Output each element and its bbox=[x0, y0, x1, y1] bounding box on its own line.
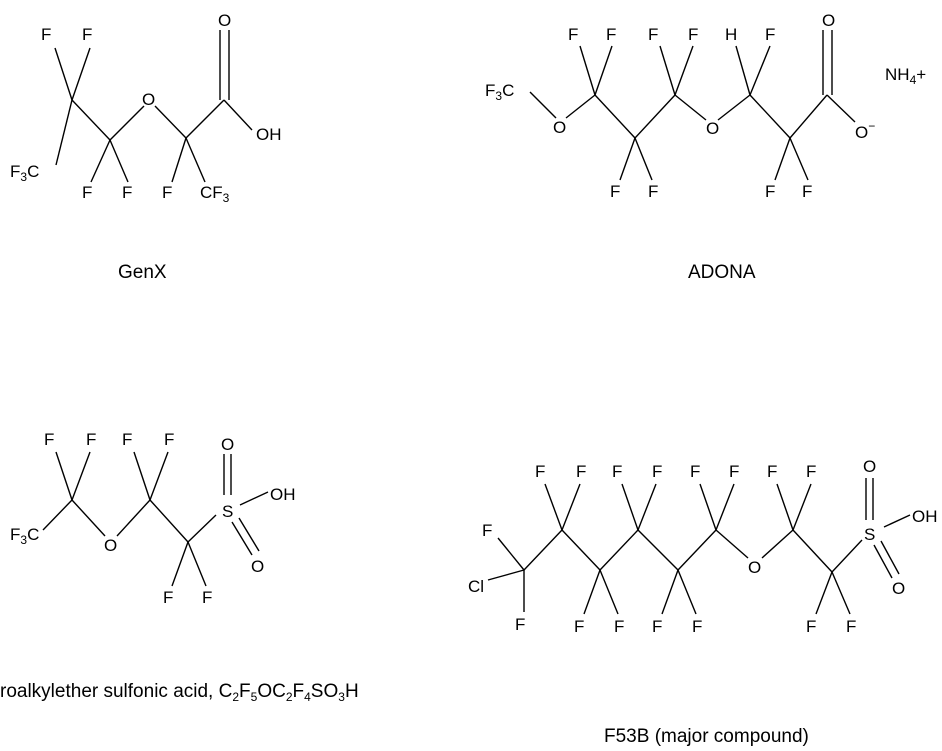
adona-hydrogen-label: H bbox=[725, 25, 737, 44]
structure-genx: F F F F F O O OH F3C CF3 GenX bbox=[10, 11, 282, 283]
adona-fluorine-label: F bbox=[648, 182, 658, 201]
pfes-fluorine-label: F bbox=[164, 430, 174, 449]
f53b-fluorine-label: F bbox=[846, 617, 856, 636]
adona-fluorine-label: F bbox=[606, 25, 616, 44]
structure-pfes: F F F F F F F3C O O S OH O roalkylether … bbox=[0, 430, 359, 704]
adona-fluorine-label: F bbox=[802, 182, 812, 201]
genx-fluorine-label: F bbox=[82, 25, 92, 44]
pfes-sulfonyl-oxygen-label: O bbox=[221, 435, 234, 454]
adona-ether-oxygen-label: O bbox=[706, 119, 719, 138]
f53b-fluorine-label: F bbox=[482, 521, 492, 540]
genx-fluorine-label: F bbox=[162, 183, 172, 202]
genx-fluorine-label: F bbox=[41, 25, 51, 44]
adona-carbonyl-oxygen-label: O bbox=[822, 11, 835, 30]
adona-fluorine-label: F bbox=[610, 182, 620, 201]
f53b-caption: F53B (major compound) bbox=[604, 726, 809, 747]
f53b-fluorine-label: F bbox=[652, 462, 662, 481]
f53b-chlorine-label: Cl bbox=[468, 577, 484, 596]
genx-fluorine-label: F bbox=[122, 183, 132, 202]
f53b-sulfonyl-oxygen-label: O bbox=[863, 457, 876, 476]
f53b-fluorine-label: F bbox=[767, 462, 777, 481]
genx-hydroxyl-label: OH bbox=[256, 125, 282, 144]
genx-cf3-left-label: F3C bbox=[10, 162, 39, 184]
f53b-hydroxyl-label: OH bbox=[912, 507, 938, 526]
f53b-fluorine-label: F bbox=[806, 617, 816, 636]
adona-carboxylate-oxygen-label: O− bbox=[855, 119, 875, 142]
f53b-fluorine-label: F bbox=[576, 462, 586, 481]
adona-caption: ADONA bbox=[688, 262, 756, 283]
f53b-fluorine-label: F bbox=[515, 615, 525, 634]
pfes-fluorine-label: F bbox=[202, 588, 212, 607]
structure-f53b: F Cl F F F F F F F F F F F F F F F O O S… bbox=[468, 457, 938, 747]
pfes-fluorine-label: F bbox=[163, 588, 173, 607]
f53b-sulfonyl-oxygen-label: O bbox=[892, 579, 905, 598]
adona-cf3-label: F3C bbox=[485, 81, 514, 103]
adona-fluorine-label: F bbox=[765, 182, 775, 201]
adona-fluorine-label: F bbox=[688, 25, 698, 44]
f53b-ether-oxygen-label: O bbox=[748, 558, 761, 577]
pfes-fluorine-label: F bbox=[86, 430, 96, 449]
pfes-cf3-label: F3C bbox=[10, 525, 39, 547]
adona-ether-oxygen-label: O bbox=[553, 118, 566, 137]
genx-carbonyl-oxygen-label: O bbox=[218, 11, 231, 30]
pfes-fluorine-label: F bbox=[122, 430, 132, 449]
f53b-fluorine-label: F bbox=[574, 617, 584, 636]
pfes-fluorine-label: F bbox=[44, 430, 54, 449]
pfes-ether-oxygen-label: O bbox=[104, 536, 117, 555]
f53b-fluorine-label: F bbox=[535, 462, 545, 481]
pfes-hydroxyl-label: OH bbox=[270, 485, 296, 504]
structure-adona: F3C O F F F F H F F F F F O O O− NH4+ AD… bbox=[485, 11, 926, 283]
genx-caption: GenX bbox=[118, 262, 167, 283]
f53b-fluorine-label: F bbox=[614, 617, 624, 636]
f53b-fluorine-label: F bbox=[612, 462, 622, 481]
adona-fluorine-label: F bbox=[568, 25, 578, 44]
pfes-sulfonyl-oxygen-label: O bbox=[251, 557, 264, 576]
genx-cf3-right-label: CF3 bbox=[200, 183, 230, 205]
pfes-sulfur-label: S bbox=[222, 502, 233, 521]
f53b-fluorine-label: F bbox=[652, 617, 662, 636]
f53b-fluorine-label: F bbox=[692, 617, 702, 636]
f53b-fluorine-label: F bbox=[690, 462, 700, 481]
adona-fluorine-label: F bbox=[765, 25, 775, 44]
f53b-sulfur-label: S bbox=[864, 525, 875, 544]
f53b-fluorine-label: F bbox=[729, 462, 739, 481]
adona-fluorine-label: F bbox=[648, 25, 658, 44]
f53b-fluorine-label: F bbox=[806, 462, 816, 481]
adona-ammonium-counterion-label: NH4+ bbox=[885, 65, 926, 87]
genx-ether-oxygen-label: O bbox=[142, 90, 155, 109]
genx-fluorine-label: F bbox=[82, 183, 92, 202]
pfes-caption: roalkylether sulfonic acid, C2F5OC2F4SO3… bbox=[0, 681, 359, 704]
